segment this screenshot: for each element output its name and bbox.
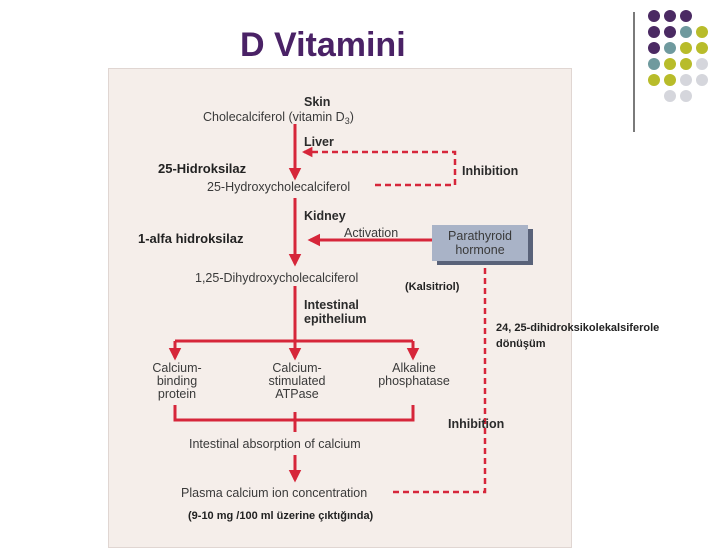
label-alkaline: Alkaline xyxy=(392,361,436,375)
decor-dot xyxy=(664,74,676,86)
inhibition-loop-top xyxy=(301,146,457,187)
label-atpase-2: stimulated xyxy=(269,374,326,388)
label-25-hydroxycholecalciferol: 25-Hydroxycholecalciferol xyxy=(207,180,350,194)
label-skin: Skin xyxy=(304,95,330,109)
decor-dot xyxy=(680,26,692,38)
annotation-1-alfa-hidroksilaz: 1-alfa hidroksilaz xyxy=(138,231,244,246)
decor-dot xyxy=(664,26,676,38)
label-calcium-binding-1: Calcium- xyxy=(152,361,201,375)
decor-dot xyxy=(648,10,660,22)
label-activation: Activation xyxy=(344,226,398,240)
decor-dot xyxy=(680,10,692,22)
decor-dot xyxy=(680,90,692,102)
label-liver: Liver xyxy=(304,135,334,149)
label-atpase-1: Calcium- xyxy=(272,361,321,375)
decor-dot xyxy=(696,26,708,38)
inhibition-loop-bottom xyxy=(393,252,494,494)
label-epithelium: epithelium xyxy=(304,312,367,326)
parathyroid-hormone-box xyxy=(432,225,528,261)
decor-dot xyxy=(648,58,660,70)
annotation-plasma-threshold: (9-10 mg /100 ml üzerine çıktığında) xyxy=(188,510,374,522)
label-intestinal-absorption: Intestinal absorption of calcium xyxy=(189,437,361,451)
annotation-25-hidroksilaz: 25-Hidroksilaz xyxy=(158,161,247,176)
decor-dot xyxy=(696,74,708,86)
label-cholecalciferol: Cholecalciferol (vitamin D3) xyxy=(203,110,354,126)
decor-divider xyxy=(633,12,635,132)
label-phosphatase: phosphatase xyxy=(378,374,450,388)
decor-dot-grid xyxy=(648,10,728,120)
label-intestinal: Intestinal xyxy=(304,298,359,312)
decor-dot xyxy=(648,26,660,38)
label-inhibition-top: Inhibition xyxy=(462,164,518,178)
annotation-kalsitriol: (Kalsitriol) xyxy=(405,281,460,293)
decor-dot xyxy=(648,42,660,54)
decor-dot xyxy=(664,42,676,54)
annotation-24-25-line2: dönüşüm xyxy=(496,338,546,350)
decor-dot xyxy=(680,74,692,86)
decor-dot xyxy=(696,58,708,70)
decor-dot xyxy=(664,90,676,102)
annotation-24-25-line1: 24, 25-dihidroksikolekalsiferole xyxy=(496,322,660,334)
label-pth-line1: Parathyroid xyxy=(448,229,512,243)
label-atpase-3: ATPase xyxy=(275,387,319,401)
label-kidney: Kidney xyxy=(304,209,346,223)
decor-dot xyxy=(696,42,708,54)
diagram-panel xyxy=(108,68,572,548)
slide-title: D Vitamini xyxy=(240,26,406,64)
decor-dot xyxy=(680,42,692,54)
label-calcium-binding-2: binding xyxy=(157,374,197,388)
label-dihydroxycholecalciferol: 1,25-Dihydroxycholecalciferol xyxy=(195,271,358,285)
label-pth-line2: hormone xyxy=(455,243,504,257)
decor-dot xyxy=(648,74,660,86)
decor-dot xyxy=(664,58,676,70)
decor-dot xyxy=(664,10,676,22)
label-plasma-calcium: Plasma calcium ion concentration xyxy=(181,486,367,500)
label-inhibition-bottom: Inhibition xyxy=(448,417,504,431)
decor-dot xyxy=(680,58,692,70)
label-calcium-binding-3: protein xyxy=(158,387,196,401)
